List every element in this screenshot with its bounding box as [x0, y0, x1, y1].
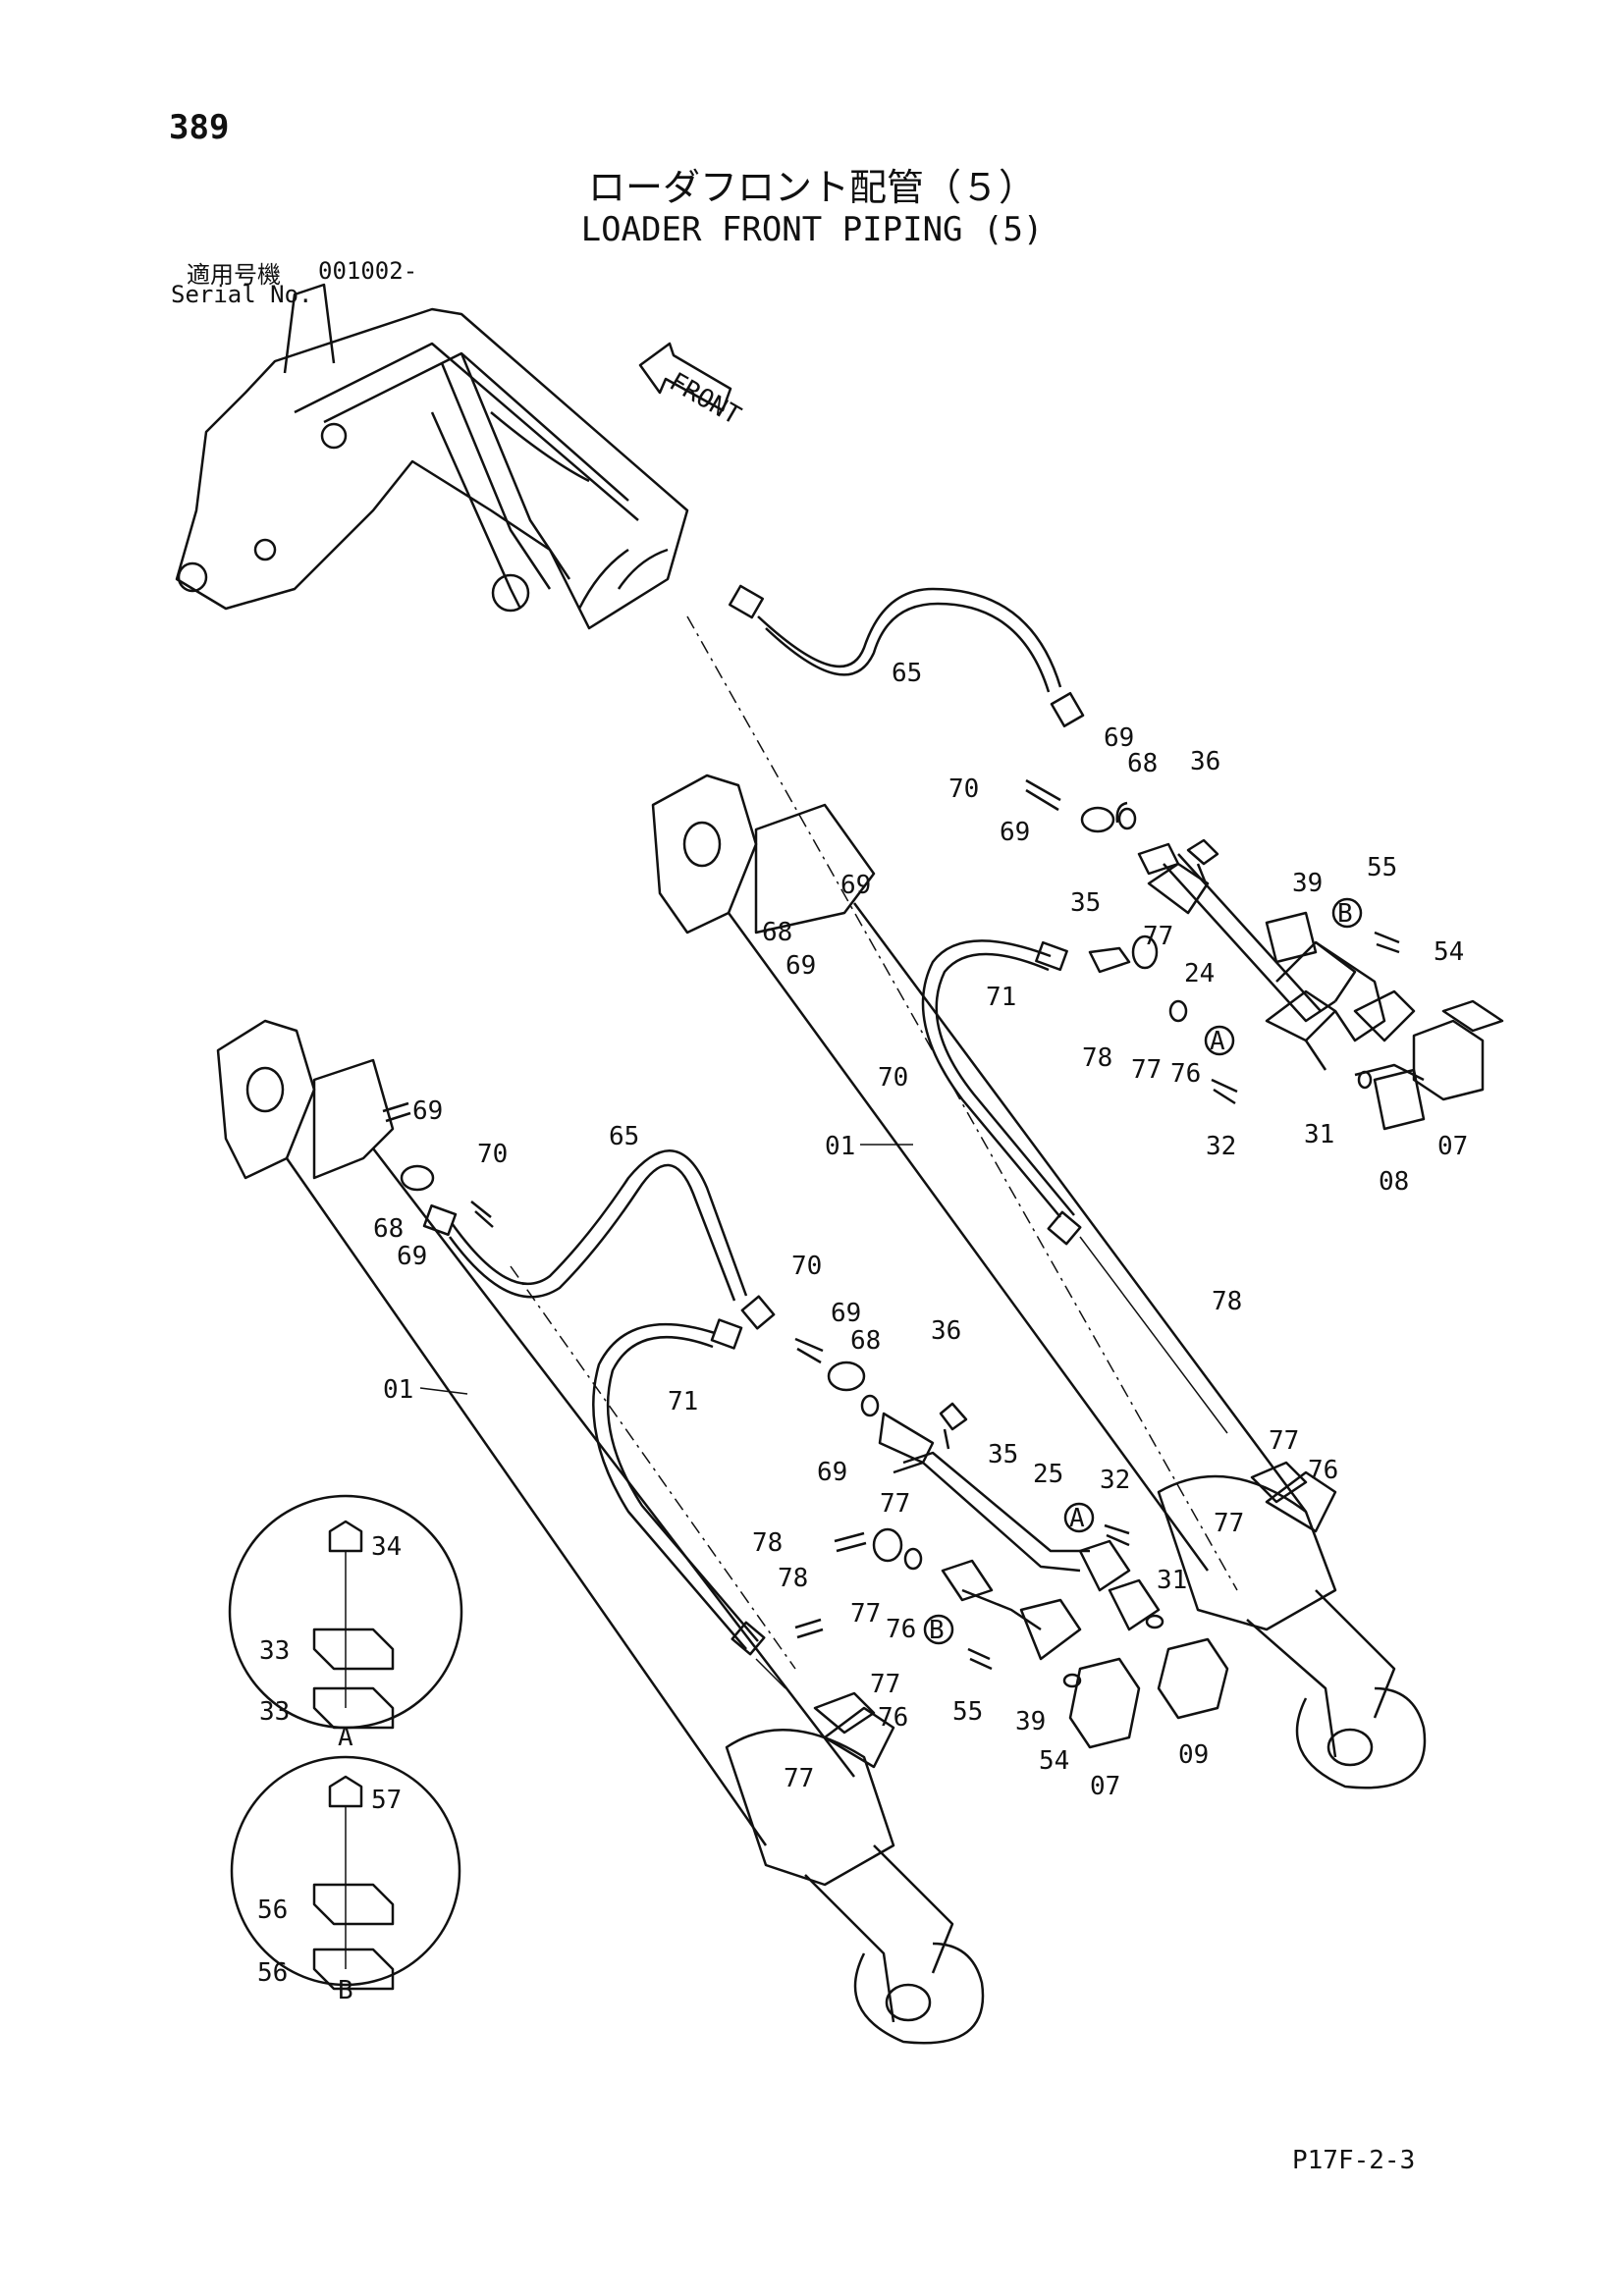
callout-32-upper: 32 [1206, 1132, 1236, 1161]
cylinder-01-lower [216, 1019, 985, 2045]
callout-68-lower-a: 68 [373, 1214, 404, 1244]
callout-69-lower-b: 69 [397, 1242, 427, 1271]
marker-b-upper: B [1337, 899, 1353, 929]
callout-33-a: 33 [259, 1636, 290, 1666]
callout-57: 57 [371, 1786, 402, 1815]
callout-01-lower: 01 [383, 1375, 413, 1405]
callout-77-lower-c: 77 [870, 1670, 900, 1699]
callout-76-lower-b: 76 [878, 1703, 908, 1733]
callout-76-upper: 76 [1170, 1059, 1201, 1089]
callout-35-upper: 35 [1070, 888, 1101, 918]
callout-70-upper-a: 70 [948, 774, 979, 804]
serial-label-english: Serial No. [171, 281, 313, 308]
callout-65-lower: 65 [609, 1122, 639, 1151]
callout-76-lower-a: 76 [886, 1615, 916, 1644]
callout-78-upper-a: 78 [1082, 1043, 1112, 1073]
callout-09: 09 [1178, 1740, 1209, 1770]
callout-36-lower: 36 [931, 1316, 961, 1346]
callout-24: 24 [1184, 959, 1215, 988]
callout-39-upper: 39 [1292, 869, 1323, 898]
callout-69-lower-a: 69 [412, 1096, 443, 1126]
callout-77-lower-a: 77 [880, 1489, 910, 1519]
callout-77-upper-c: 77 [1269, 1426, 1299, 1456]
callout-34: 34 [371, 1532, 402, 1562]
hose-65-lower [422, 1149, 776, 1330]
callout-68-lower-b: 68 [850, 1326, 881, 1356]
marker-b-lower: B [929, 1616, 945, 1645]
detail-a-label: A [338, 1723, 353, 1752]
callout-69-lower-c: 69 [831, 1299, 861, 1328]
hose-65-upper [728, 584, 1085, 728]
callout-54-upper: 54 [1434, 937, 1464, 967]
upper-fittings [1025, 778, 1504, 1131]
cylinder-01-upper [651, 774, 1427, 1789]
front-direction-arrow [638, 342, 732, 412]
marker-a-lower: A [1069, 1504, 1085, 1533]
lower-fittings [382, 1101, 1229, 1749]
page-code: P17F-2-3 [1292, 2146, 1416, 2175]
callout-35-lower: 35 [988, 1440, 1018, 1469]
callout-54-lower: 54 [1039, 1746, 1069, 1776]
callout-01-upper: 01 [825, 1132, 855, 1161]
page-title-english: LOADER FRONT PIPING (5) [580, 210, 1044, 249]
callout-69-lower-d: 69 [817, 1458, 847, 1487]
callout-77-lower-d: 77 [784, 1764, 814, 1793]
callout-78-lower-b: 78 [778, 1564, 808, 1593]
callout-69-upper-d: 69 [785, 951, 816, 981]
callout-69-upper-b: 69 [1000, 818, 1030, 847]
callout-07-upper: 07 [1437, 1132, 1468, 1161]
callout-08: 08 [1379, 1167, 1409, 1197]
callout-31-lower: 31 [1157, 1566, 1187, 1595]
callout-70-upper-b: 70 [878, 1063, 908, 1093]
callout-69-upper-a: 69 [1104, 723, 1134, 753]
hose-71-lower [592, 1318, 786, 1689]
callout-78-lower-a: 78 [752, 1528, 783, 1558]
callout-70-lower-b: 70 [791, 1252, 822, 1281]
callout-77-lower-b: 77 [850, 1599, 881, 1629]
callout-56-a: 56 [257, 1896, 288, 1925]
callout-70-lower-a: 70 [477, 1140, 508, 1169]
callout-77-upper-d: 77 [1214, 1509, 1244, 1538]
serial-value: 001002- [318, 257, 418, 285]
callout-78-upper-b: 78 [1212, 1287, 1242, 1316]
callout-71-upper: 71 [986, 983, 1016, 1012]
detail-circle-b [230, 1755, 461, 1991]
callout-71-lower: 71 [668, 1387, 698, 1416]
detail-circle-a [228, 1494, 463, 1730]
callout-55-lower: 55 [952, 1697, 983, 1727]
callout-65-upper: 65 [892, 659, 922, 688]
callout-76-upper-b: 76 [1308, 1456, 1338, 1485]
callout-32-lower: 32 [1100, 1466, 1130, 1495]
page-number: 389 [169, 108, 230, 147]
marker-a-upper: A [1210, 1027, 1225, 1056]
callout-33-b: 33 [259, 1697, 290, 1727]
serial-label-japanese: 適用号機 [187, 261, 281, 289]
callout-56-b: 56 [257, 1958, 288, 1988]
callout-36-upper: 36 [1190, 747, 1220, 776]
hose-71-upper [921, 939, 1228, 1434]
callout-07-lower: 07 [1090, 1772, 1120, 1801]
callout-55-upper: 55 [1367, 853, 1397, 882]
callout-39-lower: 39 [1015, 1707, 1046, 1736]
leader-line-lower [510, 1265, 796, 1670]
detail-b-label: B [338, 1976, 353, 2005]
page-title-japanese: ローダフロント配管（５） [587, 166, 1036, 209]
callout-77-upper-b: 77 [1131, 1055, 1162, 1085]
boom-assembly-illustration [175, 283, 689, 630]
callout-69-upper-c: 69 [840, 871, 871, 900]
callout-25: 25 [1033, 1460, 1063, 1489]
callout-68-upper-a: 68 [1127, 749, 1158, 778]
callout-68-upper-b: 68 [762, 918, 792, 947]
leader-line-upper [686, 615, 1238, 1591]
callout-31-upper: 31 [1304, 1120, 1334, 1149]
front-arrow-label: FRONT [665, 367, 746, 431]
callout-77-upper-a: 77 [1143, 922, 1173, 951]
